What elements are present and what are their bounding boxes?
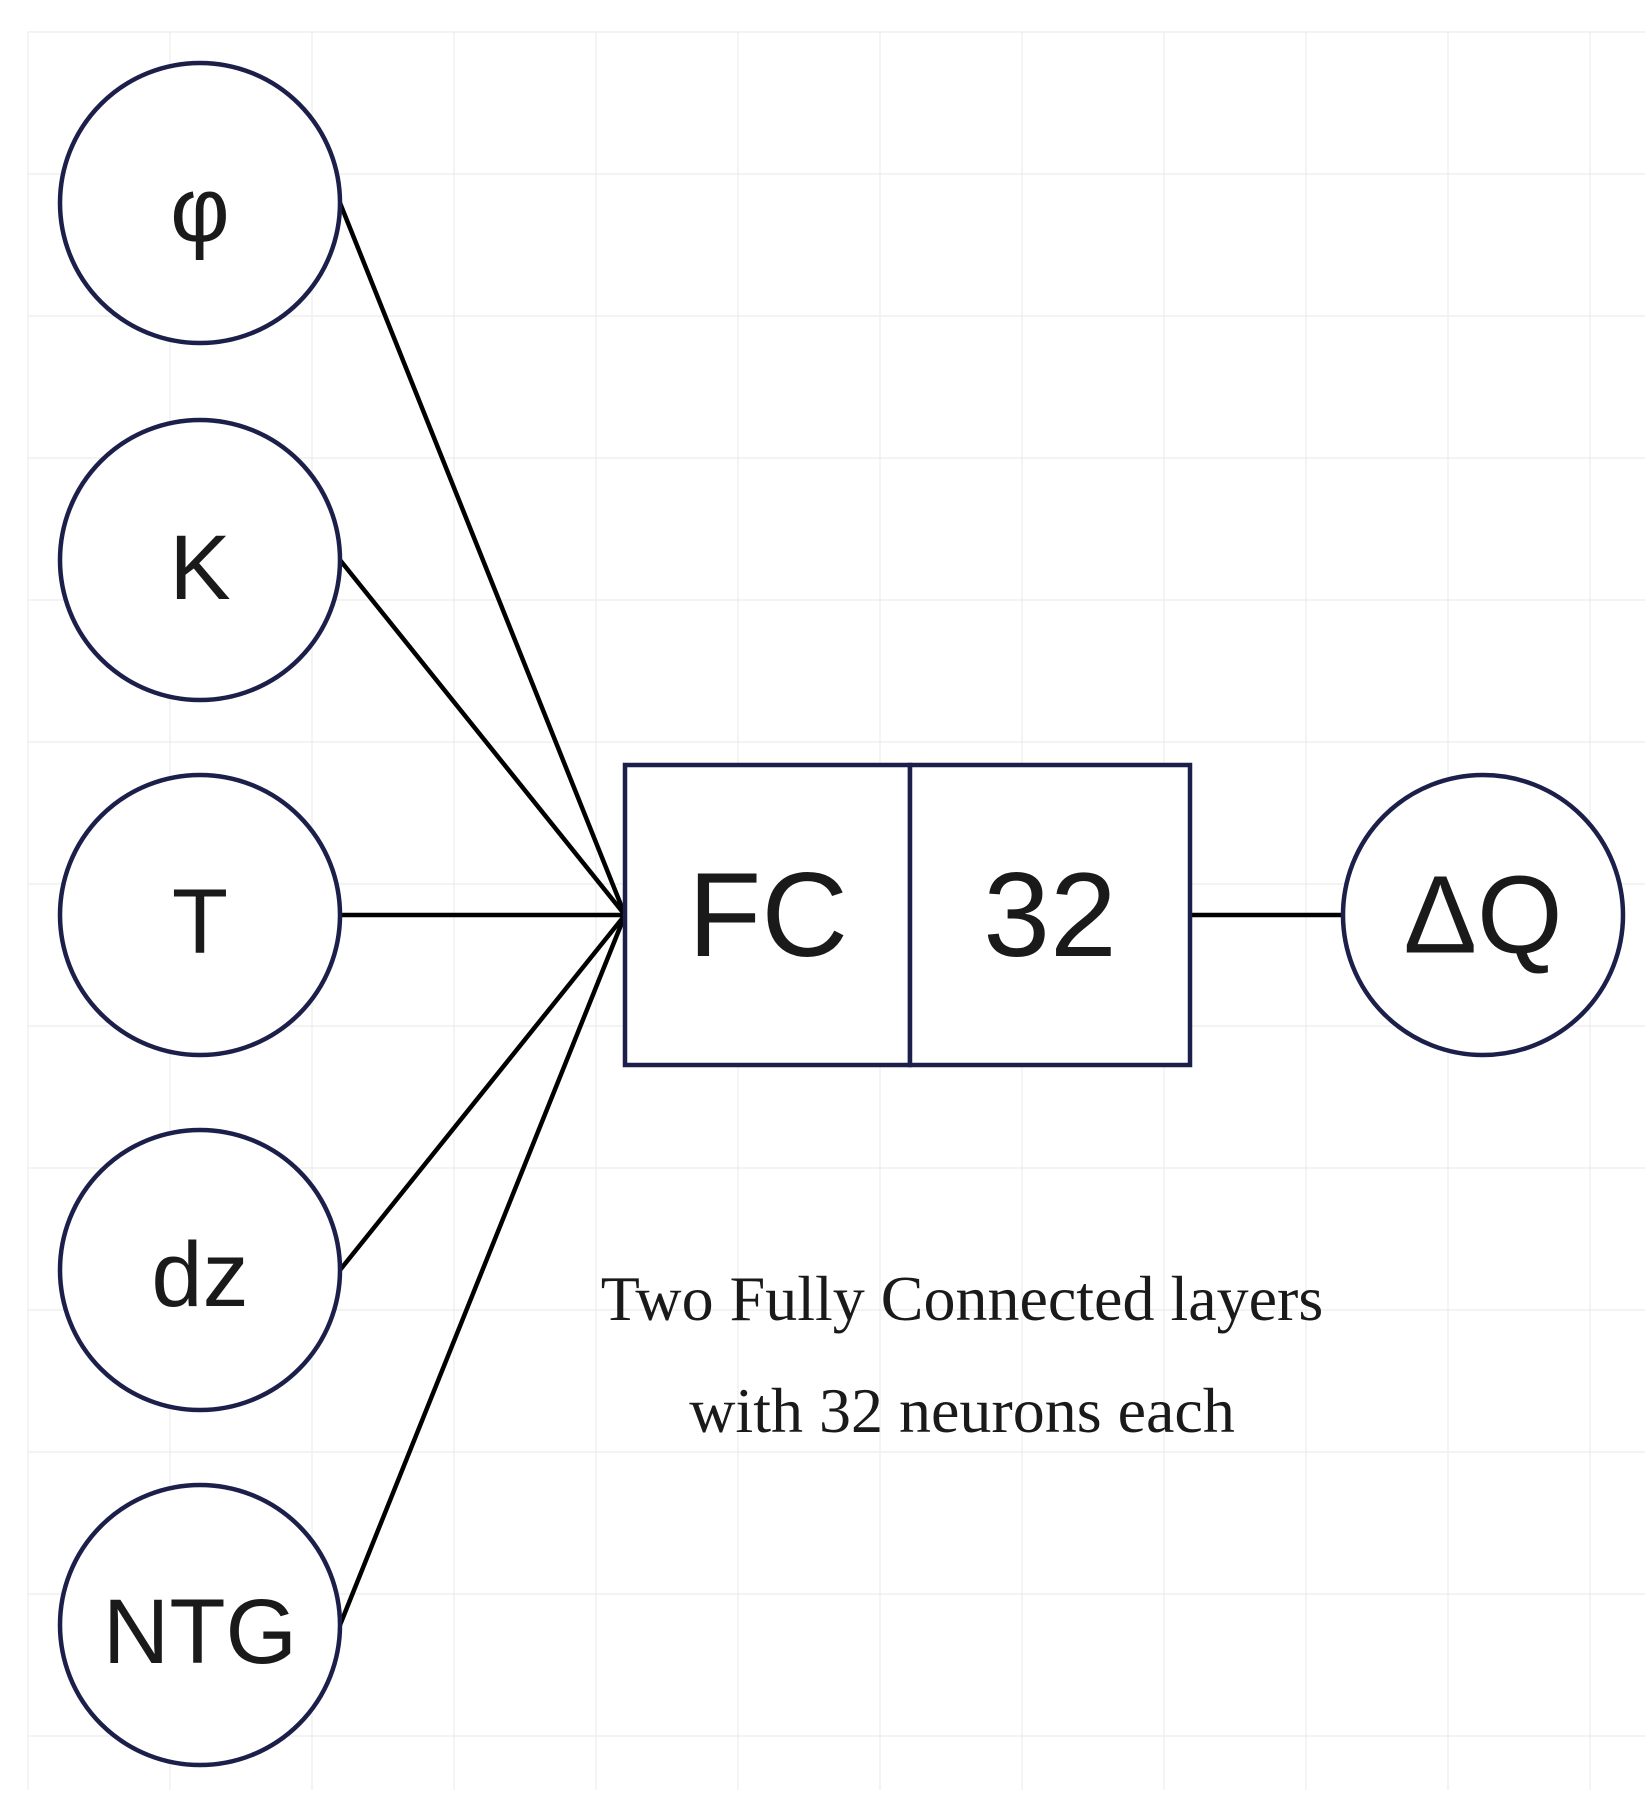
input-node-phi-circle [57,60,343,346]
edge-phi [337,202,628,916]
fc-layer-type-cell [622,762,913,1068]
fc-layer-box: FC 32 [622,762,1193,1068]
input-node-k: K [57,417,343,703]
fc-layer-size-label: 32 [983,848,1116,982]
input-node-phi-label: φ [170,159,230,261]
input-node-k-label: K [169,517,230,619]
input-node-dz-label: dz [151,1224,248,1326]
background-grid [27,31,1645,1790]
output-node-label: ΔQ [1403,854,1562,977]
input-node-dz-circle [57,1127,343,1413]
caption-line-1: Two Fully Connected layers [601,1263,1324,1334]
input-node-phi: φ [57,60,343,346]
input-node-t-label: T [172,871,228,973]
fc-layer-type-label: FC [688,848,848,982]
input-node-t: T [57,772,343,1058]
fc-layer-size-cell [907,762,1193,1068]
edge-ntg [337,914,628,1626]
output-node: ΔQ [1340,772,1626,1058]
output-node-circle [1340,772,1626,1058]
input-node-ntg-label: NTG [103,1581,297,1683]
caption-line-2: with 32 neurons each [689,1375,1235,1446]
edge-k [338,558,627,917]
input-node-dz: dz [57,1127,343,1413]
input-node-k-circle [57,417,343,703]
input-node-ntg: NTG [57,1482,343,1768]
edge-dz [338,913,627,1272]
input-edges [337,202,628,1626]
input-node-t-circle [57,772,343,1058]
input-node-ntg-circle [57,1482,343,1768]
